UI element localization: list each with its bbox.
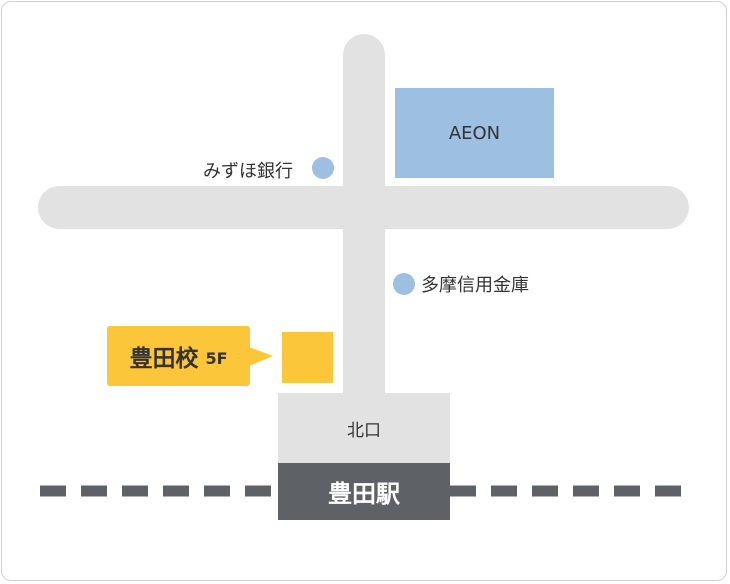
aeon-building	[395, 88, 554, 178]
aeon-label: AEON	[448, 122, 501, 144]
station-label: 豊田駅	[328, 480, 400, 508]
horizontal-road	[38, 186, 689, 229]
north-exit-label: 北口	[347, 420, 381, 441]
station-block	[278, 463, 450, 520]
shinkin-marker-icon	[393, 273, 415, 295]
school-name: 豊田校	[129, 346, 199, 372]
north-exit-area	[278, 393, 450, 465]
school-callout	[107, 326, 250, 386]
callout-pointer-icon	[249, 347, 273, 366]
school-building	[282, 332, 333, 383]
bank-label: みずほ銀行	[203, 161, 293, 182]
school-floor: 5F	[205, 348, 228, 368]
shinkin-label: 多摩信用金庫	[421, 275, 529, 296]
bank-marker-icon	[312, 157, 334, 179]
school-label: 豊田校 5F	[107, 326, 250, 386]
